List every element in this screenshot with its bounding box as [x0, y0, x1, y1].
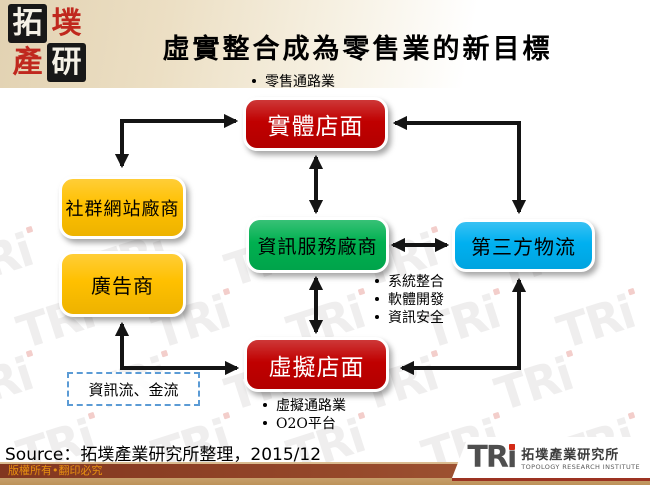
- virtual-store-bullet-list: 虛擬通路業 O2O平台: [263, 396, 346, 432]
- tri-acronym-text: TRi: [467, 439, 517, 475]
- tri-footer-logo: TRi 拓墣產業研究所 TOPOLOGY RESEARCH INSTITUTE: [452, 437, 650, 478]
- node-third-party-logistics-label: 第三方物流: [471, 235, 576, 259]
- node-virtual-store: 虛擬店面: [244, 337, 389, 392]
- bullet-icon: [263, 421, 267, 425]
- bullet-icon: [375, 315, 379, 319]
- page-title: 虛實整合成為零售業的新目標: [162, 34, 553, 65]
- bullet-text: 系統整合: [388, 274, 444, 290]
- tri-seal-logo: 拓 墣 產 研: [8, 4, 86, 82]
- bullet-icon: [375, 279, 379, 283]
- tri-acronym: TRi: [467, 439, 517, 475]
- node-physical-store: 實體店面: [243, 97, 388, 151]
- seal-character: 墣: [51, 5, 82, 41]
- header-background: [0, 0, 650, 88]
- info-money-flow-box: 資訊流、金流: [67, 372, 200, 406]
- source-note: Source：拓墣產業研究所整理，2015/12: [5, 445, 322, 465]
- arrow-advertiser-virtual: [114, 321, 240, 376]
- node-third-party-logistics: 第三方物流: [452, 219, 595, 272]
- tri-subtitle: TOPOLOGY RESEARCH INSTITUTE: [521, 463, 640, 471]
- tri-name: 拓墣產業研究所: [521, 448, 620, 463]
- node-advertiser: 廣告商: [59, 251, 186, 317]
- info-service-bullet-list: 系統整合 軟體開發 資訊安全: [375, 272, 444, 326]
- bullet-icon: [263, 403, 267, 407]
- retail-channel-bullet: 零售通路業: [252, 72, 335, 90]
- bullet-text: O2O平台: [276, 416, 336, 432]
- copyright-text: 版權所有•翻印必究: [8, 464, 103, 477]
- node-virtual-store-label: 虛擬店面: [268, 354, 365, 381]
- arrow-logistics-virtual: [399, 277, 527, 376]
- bullet-text: 虛擬通路業: [276, 398, 346, 414]
- bullet-text: 軟體開發: [388, 292, 444, 308]
- node-physical-store-label: 實體店面: [267, 114, 364, 140]
- node-info-service-vendor-label: 資訊服務廠商: [257, 235, 378, 258]
- footer-logo-underline: [452, 478, 650, 481]
- bullet-text: 資訊安全: [388, 310, 444, 326]
- node-social-site-vendor-label: 社群網站廠商: [65, 198, 180, 220]
- node-info-service-vendor: 資訊服務廠商: [246, 217, 389, 273]
- node-social-site-vendor: 社群網站廠商: [59, 176, 186, 239]
- red-dot-icon: [509, 443, 516, 450]
- seal-character: 產: [12, 44, 43, 80]
- seal-character: 研: [47, 43, 86, 82]
- info-money-flow-label: 資訊流、金流: [88, 380, 179, 399]
- seal-character: 拓: [8, 4, 47, 43]
- arrow-physical-logistics: [392, 115, 527, 215]
- bullet-text: 零售通路業: [265, 74, 335, 90]
- node-advertiser-label: 廣告商: [91, 273, 154, 298]
- arrow-social-physical: [114, 113, 239, 169]
- bullet-icon: [252, 79, 256, 83]
- bullet-icon: [375, 297, 379, 301]
